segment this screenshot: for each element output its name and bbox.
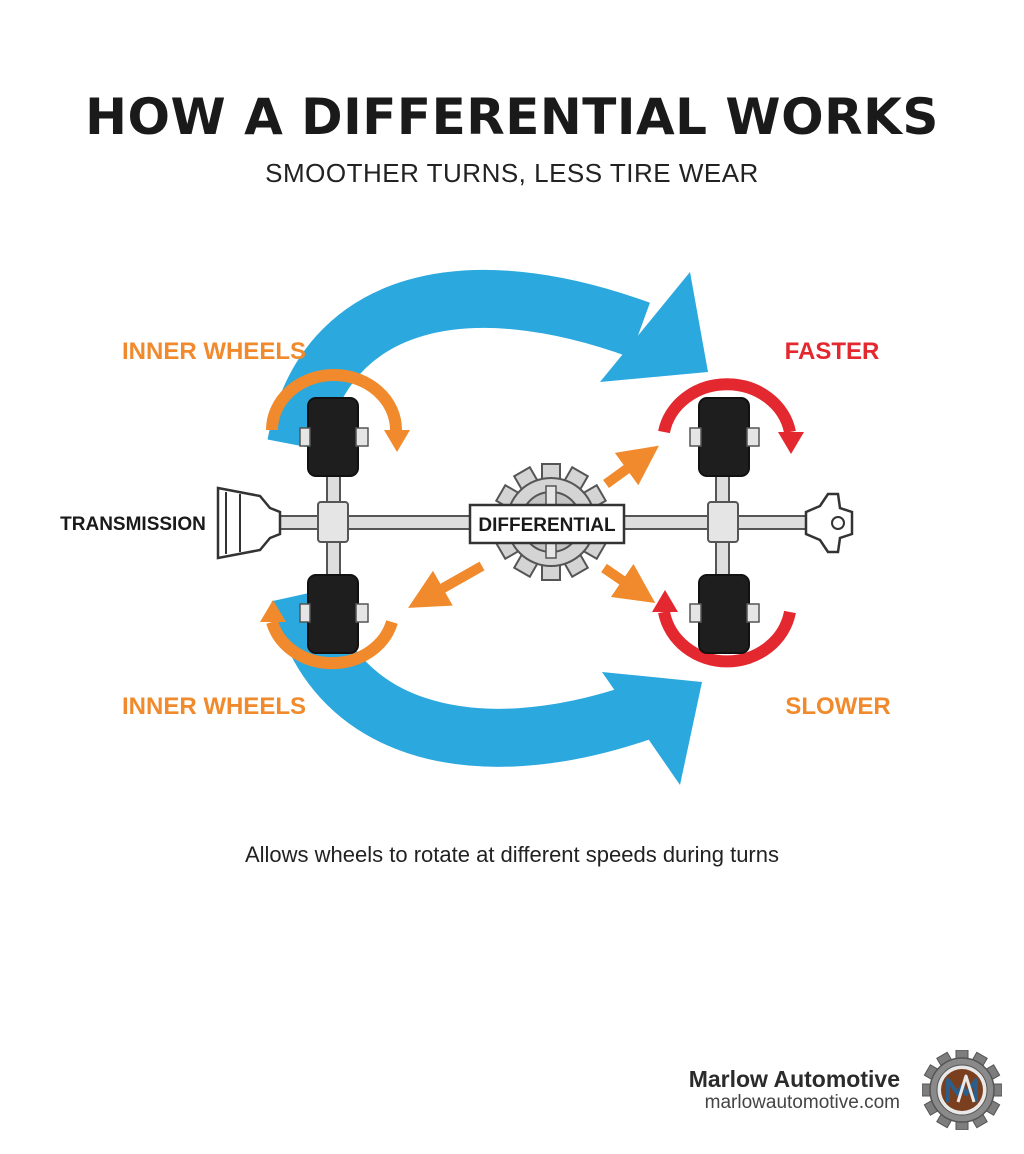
bottom-flow-arrow [271,587,702,785]
transmission-icon [216,486,282,560]
inner-wheels-top-label: INNER WHEELS [122,338,306,365]
brand-name: Marlow Automotive [688,1066,900,1092]
differential-gear-icon [468,463,626,581]
faster-label: FASTER [785,338,880,365]
top-flow-arrow [267,269,708,452]
inner-wheels-bottom-label: INNER WHEELS [122,693,306,720]
inner-top-tire [299,397,369,477]
slower-label: SLOWER [785,693,890,720]
inner-top-rotation-arrow [266,369,410,452]
differential-label: DIFFERENTIAL [478,515,616,536]
brand-url: marlowautomotive.com [704,1092,900,1113]
outer-top-rotation-arrow [658,378,804,454]
outer-bottom-rotation-arrow [652,590,796,668]
outer-bottom-tire [689,574,760,654]
page-title: HOW A DIFFERENTIAL WORKS [85,88,939,146]
inner-bottom-tire [299,574,369,654]
transmission-label: TRANSMISSION [60,514,206,535]
outer-top-tire [689,397,760,477]
inner-bottom-rotation-arrow [260,600,398,670]
gear-badge-icon [922,1050,1002,1130]
page-subtitle: SMOOTHER TURNS, LESS TIRE WEAR [265,158,759,188]
hub-icon [804,492,854,554]
power-arrows [408,445,659,608]
diagram-caption: Allows wheels to rotate at different spe… [244,842,779,867]
